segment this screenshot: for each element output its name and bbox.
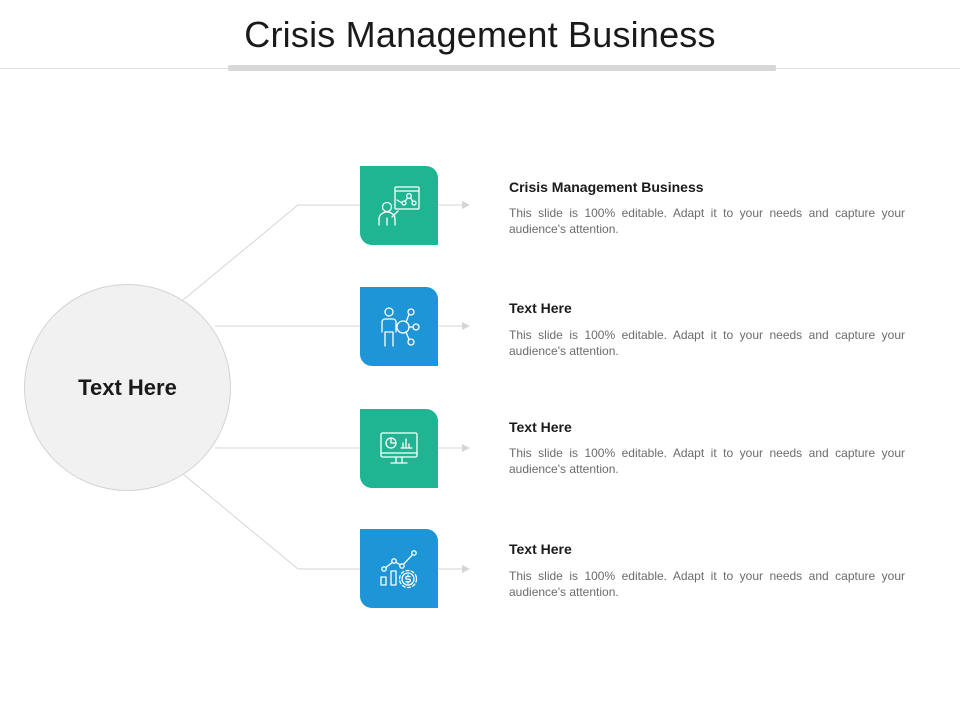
title-underline-bar: [228, 65, 776, 71]
monitor-analytics-icon: [380, 431, 418, 464]
hub-circle: Text Here: [24, 284, 231, 491]
item-tile-4: [360, 529, 438, 608]
arrow-head-2: [462, 322, 470, 330]
item-heading-4: Text Here: [509, 541, 572, 557]
growth-chart-dollar-gear-icon: [380, 549, 418, 588]
item-heading-3: Text Here: [509, 419, 572, 435]
arrow-head-3: [462, 444, 470, 452]
item-desc-3: This slide is 100% editable. Adapt it to…: [509, 446, 905, 476]
item-tile-2: [360, 287, 438, 366]
item-desc-2: This slide is 100% editable. Adapt it to…: [509, 328, 905, 358]
item-tile-1: [360, 166, 438, 245]
person-presentation-network-icon: [378, 185, 420, 226]
item-tile-3: [360, 409, 438, 488]
hub-label: Text Here: [78, 375, 177, 400]
item-desc-4: This slide is 100% editable. Adapt it to…: [509, 569, 905, 599]
connector-4: [182, 473, 360, 570]
arrow-head-4: [462, 565, 470, 573]
person-network-icon: [381, 306, 420, 347]
item-desc-1: This slide is 100% editable. Adapt it to…: [509, 206, 905, 236]
item-heading-1: Crisis Management Business: [509, 179, 704, 195]
connector-1: [182, 204, 360, 301]
item-heading-2: Text Here: [509, 300, 572, 316]
arrow-head-1: [462, 201, 470, 209]
slide-title: Crisis Management Business: [244, 14, 716, 55]
